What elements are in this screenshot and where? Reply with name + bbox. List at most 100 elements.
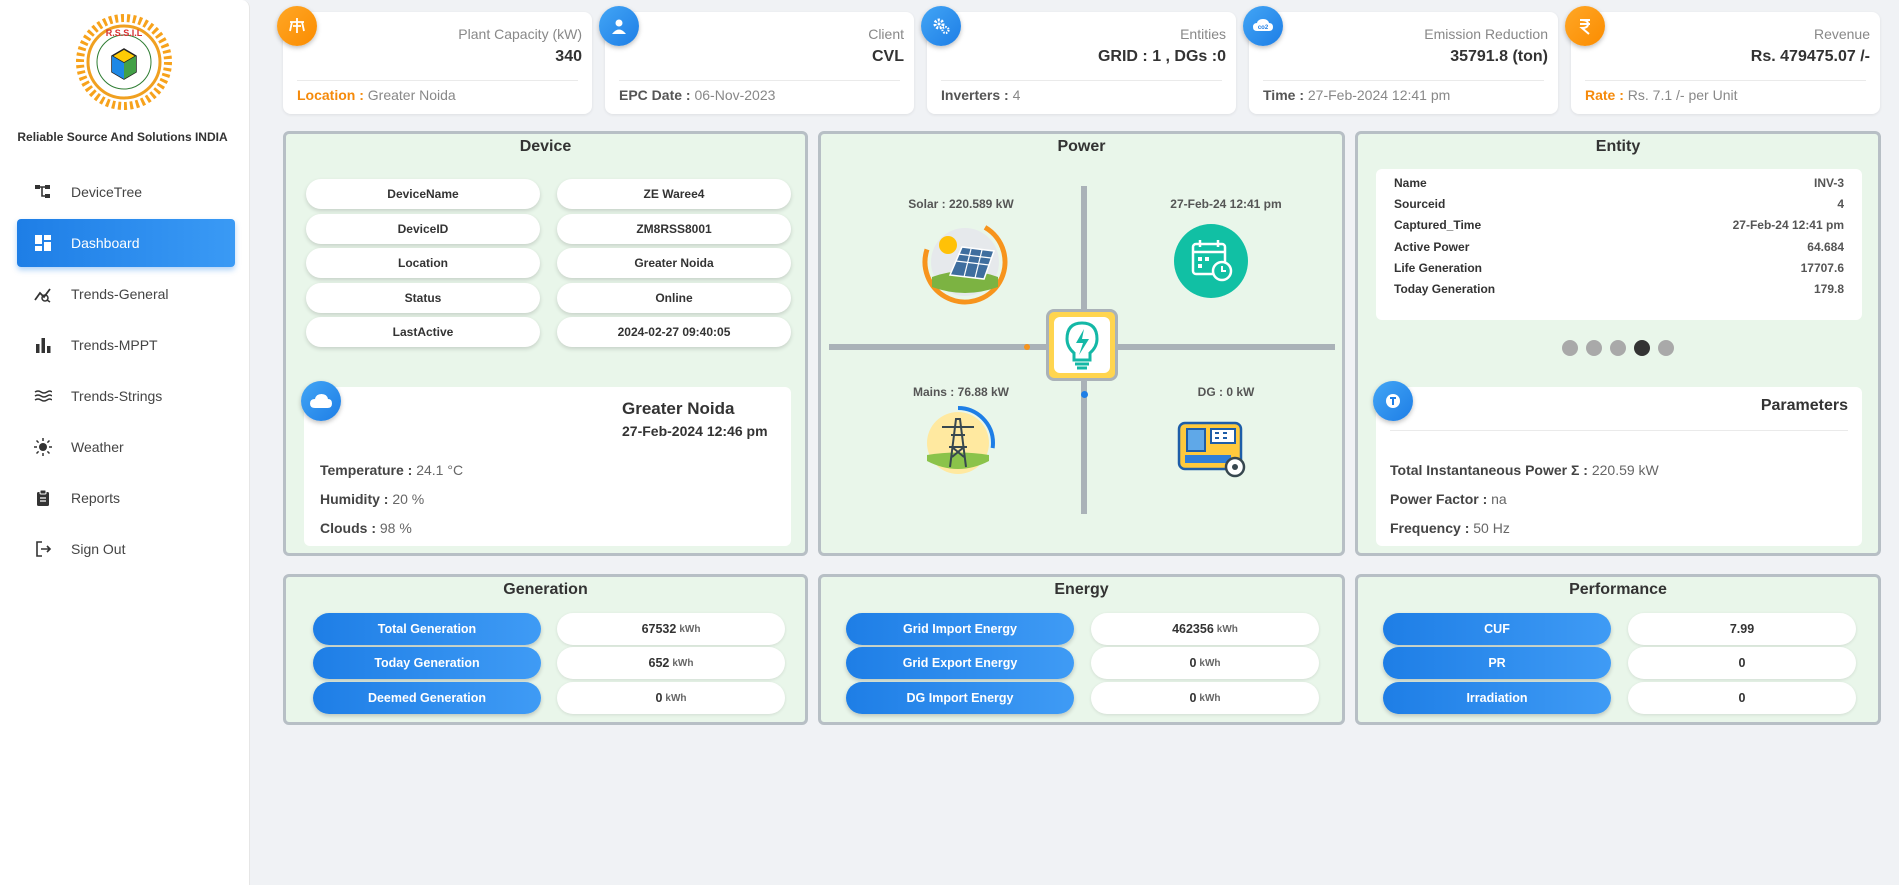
panel-title: Performance <box>1569 581 1667 598</box>
dashboard-icon <box>33 233 53 253</box>
sidebar-nav: DeviceTree Dashboard Trends-General Tren… <box>17 168 235 576</box>
power-panel: Power Solar : 220.589 kW 27-Feb-24 12:41… <box>818 131 1345 556</box>
entity-value: INV-3 <box>1813 176 1844 190</box>
footer-value: 06-Nov-2023 <box>690 87 776 103</box>
sidebar-item-sign-out[interactable]: Sign Out <box>17 525 235 573</box>
carousel-dot[interactable] <box>1562 340 1578 356</box>
temperature-row: Temperature : 24.1 °C <box>320 462 463 478</box>
unit: kWh <box>1199 657 1221 669</box>
card-footer: Rate : Rs. 7.1 /- per Unit <box>1585 87 1738 103</box>
irradiation-label: Irradiation <box>1383 682 1611 714</box>
sidebar-item-weather[interactable]: Weather <box>17 423 235 471</box>
grid-import-label: Grid Import Energy <box>846 613 1074 645</box>
irradiation-value: 0 <box>1628 682 1856 714</box>
card-value: GRID : 1 , DGs :0 <box>1097 48 1226 65</box>
mains-label: Mains : 76.88 kW <box>912 385 1010 399</box>
value: 67532 <box>641 622 677 636</box>
entity-key: Name <box>1394 176 1427 190</box>
grid-export-label: Grid Export Energy <box>846 647 1074 679</box>
clouds-value: 98 % <box>376 520 412 536</box>
unit: kWh <box>665 692 687 704</box>
carousel-dot[interactable] <box>1658 340 1674 356</box>
humidity-row: Humidity : 20 % <box>320 491 424 507</box>
footer-key: Inverters : <box>941 87 1009 103</box>
divider <box>619 80 900 81</box>
rupee-icon <box>1565 6 1605 46</box>
carousel-dot[interactable] <box>1586 340 1602 356</box>
humidity-label: Humidity : <box>320 491 389 507</box>
sidebar-item-dashboard[interactable]: Dashboard <box>17 219 235 267</box>
clipboard-icon <box>33 488 53 508</box>
panel-title: Entity <box>1595 138 1641 155</box>
divider <box>297 80 578 81</box>
value: 0 <box>1189 691 1197 705</box>
card-value: 35791.8 (ton) <box>1450 48 1548 65</box>
plant-icon <box>277 6 317 46</box>
entity-key: Life Generation <box>1394 261 1483 275</box>
deemed-generation-label: Deemed Generation <box>313 682 541 714</box>
humidity-value: 20 % <box>388 491 425 507</box>
rssil-logo: R.S.S.I.L <box>76 14 172 110</box>
dg-label: DG : 0 kW <box>1197 385 1255 399</box>
power-datetime: 27-Feb-24 12:41 pm <box>1170 197 1282 211</box>
total-power-value: 220.59 kW <box>1587 462 1659 478</box>
card-footer: Inverters : 4 <box>941 87 1020 103</box>
entity-row: Name INV-3 <box>1394 176 1844 190</box>
panel-title: Power <box>1057 138 1106 155</box>
bulb-icon <box>1046 309 1118 381</box>
sidebar-item-label: Weather <box>71 439 124 455</box>
sidebar-item-reports[interactable]: Reports <box>17 474 235 522</box>
carousel-dot-active[interactable] <box>1634 340 1650 356</box>
flow-dot-blue <box>1081 391 1088 398</box>
entity-key: Captured_Time <box>1394 218 1482 232</box>
sidebar-item-label: Trends-Strings <box>71 388 163 404</box>
svg-text:R.S.S.I.L: R.S.S.I.L <box>106 28 143 38</box>
solar-panel-icon <box>922 219 1008 305</box>
card-label: Emission Reduction <box>1424 26 1548 42</box>
frequency-value: 50 Hz <box>1469 520 1510 536</box>
panel-title: Generation <box>503 581 588 598</box>
entity-key: Today Generation <box>1394 282 1496 296</box>
total-power-row: Total Instantaneous Power Σ : 220.59 kW <box>1390 462 1659 478</box>
sign-out-icon <box>33 539 53 559</box>
cloud-icon <box>301 381 341 421</box>
unit: kWh <box>1216 623 1238 635</box>
carousel-dot[interactable] <box>1610 340 1626 356</box>
performance-panel: Performance CUF 7.99 PR 0 Irradiation 0 <box>1355 574 1881 725</box>
sidebar-item-label: Reports <box>71 490 121 506</box>
client-card: Client CVL EPC Date : 06-Nov-2023 <box>599 6 914 114</box>
bar-chart-icon <box>33 335 53 355</box>
sidebar-item-trends-general[interactable]: Trends-General <box>17 270 235 318</box>
power-factor-value: na <box>1487 491 1507 507</box>
footer-key: Rate : <box>1585 87 1624 103</box>
entity-row: Today Generation 179.8 <box>1394 282 1844 296</box>
sidebar-item-devicetree[interactable]: DeviceTree <box>17 168 235 216</box>
waves-icon <box>33 386 53 406</box>
footer-key: Time : <box>1263 87 1304 103</box>
dg-import-label: DG Import Energy <box>846 682 1074 714</box>
sidebar-item-label: Sign Out <box>71 541 126 557</box>
sidebar-item-trends-strings[interactable]: Trends-Strings <box>17 372 235 420</box>
device-key: Location <box>306 248 540 278</box>
entity-value: 179.8 <box>1813 282 1844 296</box>
footer-key: EPC Date : <box>619 87 691 103</box>
card-value: 340 <box>555 48 582 65</box>
weather-city: Greater Noida <box>622 399 735 418</box>
footer-key: Location : <box>297 87 364 103</box>
pr-label: PR <box>1383 647 1611 679</box>
device-value: Online <box>557 283 791 313</box>
sidebar-item-trends-mppt[interactable]: Trends-MPPT <box>17 321 235 369</box>
user-icon <box>599 6 639 46</box>
temperature-value: 24.1 °C <box>412 462 464 478</box>
temperature-label: Temperature : <box>320 462 413 478</box>
clouds-row: Clouds : 98 % <box>320 520 412 536</box>
card-footer: EPC Date : 06-Nov-2023 <box>619 87 775 103</box>
device-key: DeviceID <box>306 214 540 244</box>
transmission-tower-icon <box>921 406 995 480</box>
